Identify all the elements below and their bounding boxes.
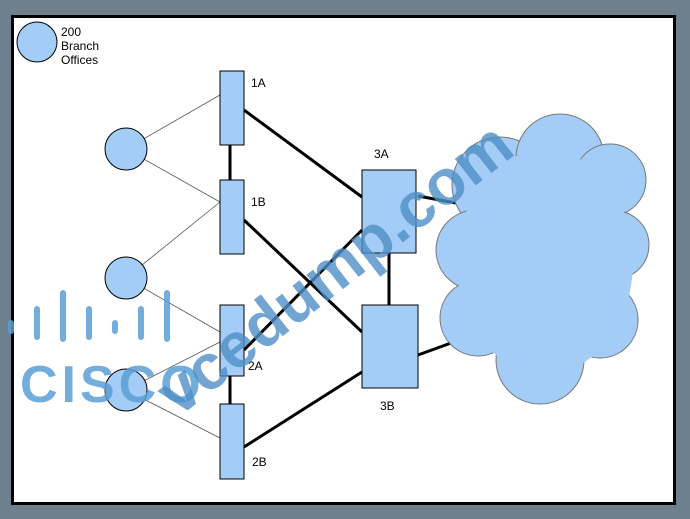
device-3A: [361, 169, 417, 254]
link-1A-3A: [243, 108, 363, 199]
link-1B-3B: [242, 218, 364, 334]
label-2B: 2B: [252, 455, 267, 469]
legend-line-3: Offices: [61, 53, 98, 67]
cisco-watermark-text: CISCO: [20, 356, 205, 414]
legend: 200 Branch Offices: [16, 21, 99, 67]
label-1B: 1B: [251, 195, 266, 209]
label-3A: 3A: [374, 147, 389, 161]
label-2A: 2A: [248, 359, 263, 373]
device-1A: [219, 70, 245, 146]
branch-office-2: [104, 256, 148, 300]
cisco-watermark: CISCO: [8, 290, 205, 414]
device-3B: [361, 304, 419, 389]
wan-cloud: [435, 113, 650, 405]
legend-branch-circle: [16, 21, 58, 63]
link-2A-3A: [242, 228, 364, 352]
label-1A: 1A: [251, 76, 266, 90]
legend-line-2: Branch: [61, 39, 99, 53]
device-2A: [219, 304, 245, 377]
trunk-links: [228, 108, 468, 449]
devices: [219, 70, 419, 480]
branch-office-3: [104, 368, 148, 412]
branch-office-1: [104, 127, 148, 171]
link-2B-3B: [243, 370, 363, 449]
label-3B: 3B: [380, 399, 395, 413]
device-1B: [219, 179, 245, 255]
legend-line-1: 200: [61, 25, 81, 39]
cisco-logo-bars: [8, 290, 170, 342]
device-2B: [219, 403, 245, 480]
branch-offices: [104, 127, 148, 412]
